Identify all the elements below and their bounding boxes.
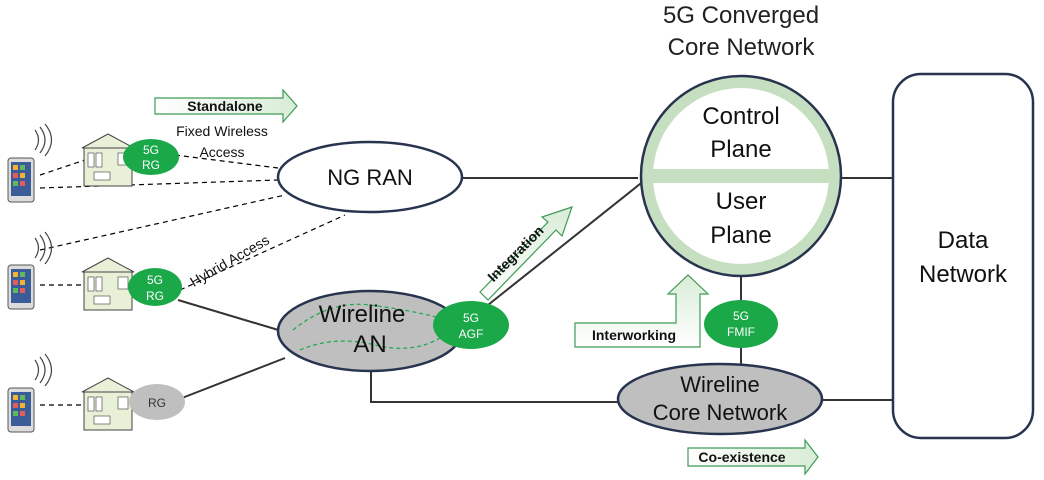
core-title-line2: Core Network (668, 34, 816, 61)
rg-badge-2-line1: 5G (147, 273, 163, 287)
rg-badge-1-line2: RG (142, 158, 160, 172)
rg-badge-2: 5G RG (128, 268, 182, 306)
ng-ran-label: NG RAN (327, 165, 413, 190)
user-plane-line2: Plane (710, 222, 771, 249)
wireline-core-network: Wireline Core Network (616, 362, 824, 436)
agf-badge: 5G AGF (433, 301, 509, 349)
rg2-to-an (177, 299, 286, 333)
wireline-an-line1: Wireline (319, 301, 406, 328)
rg-badge-2-line2: RG (146, 289, 164, 303)
rg-badge-3-label: RG (148, 396, 166, 410)
house-icon (81, 257, 135, 311)
ng-ran: NG RAN (276, 140, 464, 214)
integration-arrow: Integration (479, 206, 573, 301)
rg-badge-1-line1: 5G (143, 143, 159, 157)
signal-icon (34, 231, 53, 265)
home-site-3: RG (7, 353, 185, 433)
agf-badge-line2: AGF (459, 327, 484, 341)
wireline-an: Wireline AN (276, 289, 464, 373)
an-to-wcore (370, 368, 618, 403)
hybrid-access-label: Hybrid Access (187, 232, 272, 290)
interworking-arrow: Interworking (574, 274, 710, 348)
coexistence-arrow: Co-existence (687, 438, 819, 476)
house-icon (81, 133, 135, 187)
coexistence-label: Co-existence (698, 449, 785, 465)
fmif-badge-line1: 5G (733, 309, 749, 323)
wireline-core-line1: Wireline (680, 372, 759, 397)
fwa-label-line1: Fixed Wireless (176, 123, 268, 139)
dash-link-2 (39, 179, 279, 189)
tablet-icon (7, 264, 35, 310)
rg-badge-3: RG (129, 384, 185, 420)
converged-core: Control Plane User Plane (639, 74, 843, 278)
data-network-line1: Data (938, 227, 989, 254)
signal-icon (34, 353, 53, 387)
house-icon (81, 377, 135, 431)
wireline-core-line2: Core Network (653, 400, 788, 425)
control-plane-line2: Plane (710, 136, 771, 163)
fmif-badge: 5G FMIF (704, 300, 778, 348)
agf-to-core (487, 179, 646, 306)
connections (39, 154, 892, 406)
interworking-label: Interworking (592, 327, 676, 343)
dash-link-4 (39, 194, 286, 251)
integration-label: Integration (484, 222, 546, 284)
tablet-icon (7, 387, 35, 433)
data-network: Data Network (891, 72, 1035, 440)
fmif-badge-line2: FMIF (727, 325, 755, 339)
tablet-icon (7, 157, 35, 203)
signal-icon (34, 123, 53, 157)
standalone-label: Standalone (187, 98, 263, 114)
rg3-to-an (181, 357, 286, 399)
agf-badge-line1: 5G (463, 311, 479, 325)
home-site-1: 5G RG (7, 123, 179, 203)
wireline-an-line2: AN (353, 331, 386, 358)
data-network-line2: Network (919, 261, 1008, 288)
rg-badge-1: 5G RG (123, 139, 179, 175)
standalone-arrow: Standalone (154, 88, 298, 124)
core-title-line1: 5G Converged (663, 2, 819, 29)
control-plane-line1: Control (702, 103, 779, 130)
user-plane-line1: User (716, 188, 767, 215)
home-site-2: 5G RG (7, 231, 182, 311)
fwa-label-line2: Access (199, 144, 244, 160)
dash-link-1 (39, 159, 86, 176)
dash-link-6 (179, 214, 346, 291)
